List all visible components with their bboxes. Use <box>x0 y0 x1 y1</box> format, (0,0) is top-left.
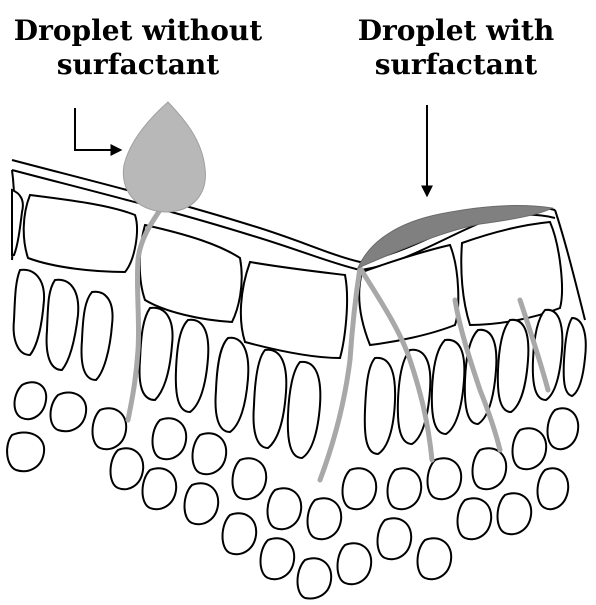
spongy-cell <box>388 468 422 509</box>
palisade-cell <box>564 318 586 396</box>
spongy-cell <box>378 518 412 559</box>
spongy-cell <box>338 543 372 584</box>
spongy-cell <box>111 448 144 489</box>
spongy-cell <box>298 558 332 598</box>
palisade-cell <box>140 308 173 400</box>
palisade-cell <box>288 362 321 458</box>
spongy-cell <box>458 498 492 539</box>
spongy-cell <box>513 428 547 469</box>
spongy-cell <box>223 513 257 554</box>
spongy-cell <box>473 448 507 489</box>
epidermal-cell <box>241 262 347 358</box>
palisade-cell <box>498 320 529 412</box>
droplet-without-surfactant <box>123 102 205 212</box>
spongy-cell <box>185 483 219 524</box>
arrow-without <box>75 108 120 150</box>
epidermal-cell <box>24 195 137 272</box>
spongy-cell <box>15 382 47 419</box>
spongy-cell <box>548 408 579 449</box>
palisade-cell <box>465 330 497 424</box>
spongy-cell <box>153 418 187 459</box>
spongy-cell <box>428 458 462 499</box>
spongy-cell <box>233 458 267 499</box>
epidermal-cell-partial <box>12 190 23 255</box>
palisade-cell <box>14 270 44 355</box>
palisade-cell <box>216 338 249 432</box>
spongy-cell <box>7 432 44 471</box>
palisade-cell <box>82 292 113 380</box>
palisade-cell <box>365 358 395 454</box>
palisade-cell <box>47 280 79 370</box>
spongy-cell <box>143 468 177 509</box>
palisade-cell <box>254 350 287 448</box>
spongy-cell <box>498 493 532 534</box>
spongy-cell <box>308 498 342 539</box>
spongy-cell <box>193 433 227 474</box>
spongy-cell <box>418 538 452 579</box>
spongy-cell <box>261 538 295 579</box>
spongy-cell <box>93 408 127 449</box>
spongy-cell <box>268 488 302 529</box>
spongy-cell <box>51 392 87 431</box>
palisade-cell <box>176 320 208 412</box>
spongy-cell <box>538 468 569 509</box>
palisade-cell <box>432 340 465 434</box>
spongy-cell <box>343 468 377 509</box>
